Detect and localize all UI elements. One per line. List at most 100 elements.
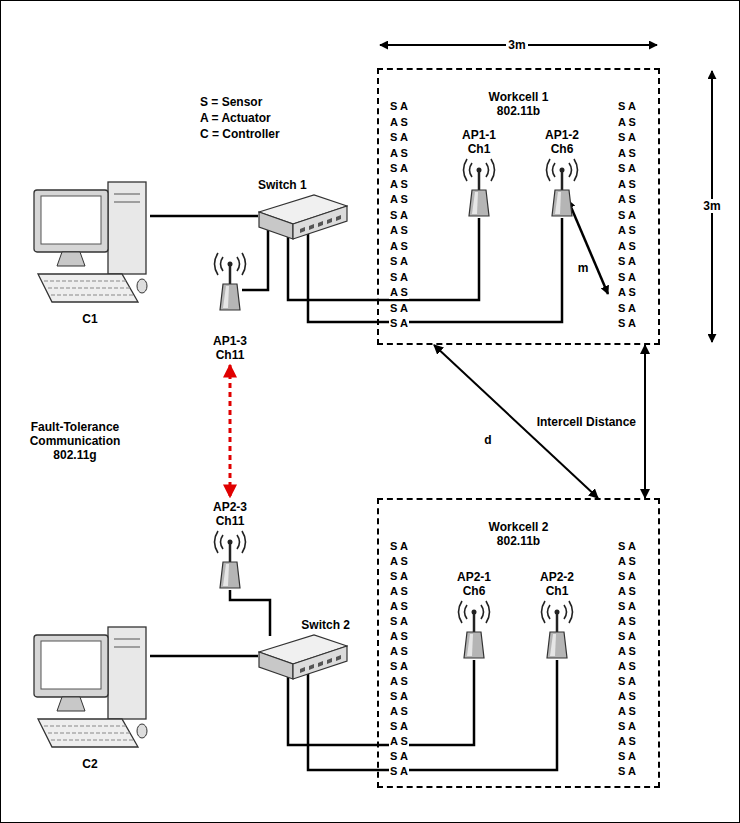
access-point: AP2-3 Ch11 (200, 500, 260, 590)
controller-computer: C1 (30, 180, 155, 326)
access-point-icon (210, 250, 250, 312)
sensor-actuator-label: S A (617, 302, 637, 315)
sensor-actuator-label: S A (617, 630, 637, 643)
sensor-actuator-label: A S (617, 178, 637, 191)
sensor-actuator-label: A S (389, 178, 409, 191)
wireless-link (229, 365, 232, 497)
switch-label: Switch 2 (258, 618, 350, 632)
sensor-actuator-label: S A (617, 600, 637, 613)
ethernet-wire (150, 215, 258, 218)
sensor-actuator-label: A S (389, 555, 409, 568)
legend-entry: C = Controller (200, 127, 280, 141)
sensor-actuator-label: A S (617, 555, 637, 568)
sensor-actuator-label: S A (389, 720, 409, 733)
sensor-actuator-label: S A (389, 271, 409, 284)
access-point-label: AP2-1 Ch6 (454, 570, 494, 598)
access-point-label: AP2-3 Ch11 (200, 500, 260, 528)
sensor-actuator-label: S A (389, 162, 409, 175)
sensor-actuator-label: S A (617, 317, 637, 330)
sensor-actuator-label: A S (617, 645, 637, 658)
workcell-label: Workcell 2 802.11b (479, 520, 559, 548)
sensor-actuator-label: A S (389, 600, 409, 613)
sensor-actuator-label: S A (617, 271, 637, 284)
sensor-actuator-label: A S (617, 735, 637, 748)
access-point-icon (210, 528, 250, 590)
sensor-actuator-label: A S (617, 240, 637, 253)
sensor-actuator-label: S A (389, 100, 409, 113)
sensor-actuator-label: A S (389, 705, 409, 718)
sensor-actuator-label: S A (389, 765, 409, 778)
sensor-actuator-label: S A (389, 209, 409, 222)
sensor-actuator-label: S A (617, 255, 637, 268)
access-point-icon (454, 598, 494, 660)
sensor-actuator-label: S A (389, 690, 409, 703)
edge-label: Intercell Distance (535, 415, 638, 429)
sensor-actuator-label: S A (389, 131, 409, 144)
workcell-region: Workcell 1 802.11bAP1-1 Ch1 AP1-2 Ch6 S A A… (377, 68, 660, 345)
sensor-actuator-label: S A (617, 131, 637, 144)
workcell-region: Workcell 2 802.11bAP2-1 Ch6AP2-2 Ch1S AA… (377, 498, 660, 788)
sensor-actuator-label: S A (617, 570, 637, 583)
sensor-actuator-label: A S (389, 224, 409, 237)
sensor-actuator-label: S A (617, 209, 637, 222)
sensor-actuator-label: A S (617, 705, 637, 718)
sensor-actuator-label: A S (617, 224, 637, 237)
network-switch: Switch 1 (258, 178, 350, 240)
sensor-actuator-label: S A (389, 255, 409, 268)
access-point-label: AP1-3 Ch11 (200, 334, 260, 362)
sensor-actuator-label: S A (617, 750, 637, 763)
dimension-label: 3m (506, 38, 527, 52)
ethernet-wire (288, 660, 474, 745)
sensor-actuator-label: A S (617, 286, 637, 299)
access-point: AP1-1 Ch1 (459, 128, 499, 218)
sensor-actuator-label: S A (389, 750, 409, 763)
ethernet-wire (308, 660, 557, 770)
access-point: AP1-3 Ch11 (200, 250, 260, 362)
sensor-actuator-label: S A (617, 765, 637, 778)
access-point: AP2-1 Ch6 (454, 570, 494, 660)
sensor-actuator-label: A S (617, 615, 637, 628)
workcell-label: Workcell 1 802.11b (479, 90, 559, 118)
edge-label: d (482, 433, 493, 447)
ethernet-wire (242, 230, 268, 290)
sensor-actuator-label: S A (389, 570, 409, 583)
sensor-actuator-label: S A (389, 317, 409, 330)
ethernet-wire (150, 655, 258, 658)
sensor-actuator-label: A S (617, 660, 637, 673)
sensor-actuator-label: S A (389, 660, 409, 673)
access-point-icon (537, 598, 577, 660)
access-point-icon (542, 156, 582, 218)
access-point-label: AP1-2 Ch6 (542, 128, 582, 156)
sensor-actuator-label: A S (617, 585, 637, 598)
sensor-actuator-label: A S (389, 630, 409, 643)
sensor-actuator-label: S A (389, 302, 409, 315)
sensor-actuator-label: A S (389, 193, 409, 206)
sensor-actuator-label: A S (617, 193, 637, 206)
sensor-actuator-label: S A (617, 540, 637, 553)
controller-label: C1 (30, 312, 150, 326)
sensor-actuator-label: A S (389, 286, 409, 299)
sensor-actuator-label: A S (389, 116, 409, 129)
sensor-actuator-label: S A (617, 720, 637, 733)
switch-icon (258, 634, 348, 680)
ethernet-wire (230, 590, 270, 636)
legend-entry: A = Actuator (200, 111, 280, 125)
ethernet-wire (308, 218, 562, 322)
access-point-label: AP1-1 Ch1 (459, 128, 499, 156)
sensor-actuator-label: A S (617, 690, 637, 703)
sensor-actuator-label: A S (389, 645, 409, 658)
controller-computer: C2 (30, 625, 155, 771)
switch-label: Switch 1 (258, 178, 350, 192)
sensor-actuator-label: A S (617, 116, 637, 129)
sensor-actuator-label: A S (617, 147, 637, 160)
sensor-actuator-label: A S (389, 675, 409, 688)
distance-label: m (576, 261, 591, 275)
access-point: AP1-2 Ch6 (542, 128, 582, 218)
sensor-actuator-label: S A (617, 162, 637, 175)
controller-label: C2 (30, 757, 150, 771)
computer-icon (30, 625, 150, 753)
switch-icon (258, 194, 348, 240)
sensor-actuator-label: S A (389, 540, 409, 553)
